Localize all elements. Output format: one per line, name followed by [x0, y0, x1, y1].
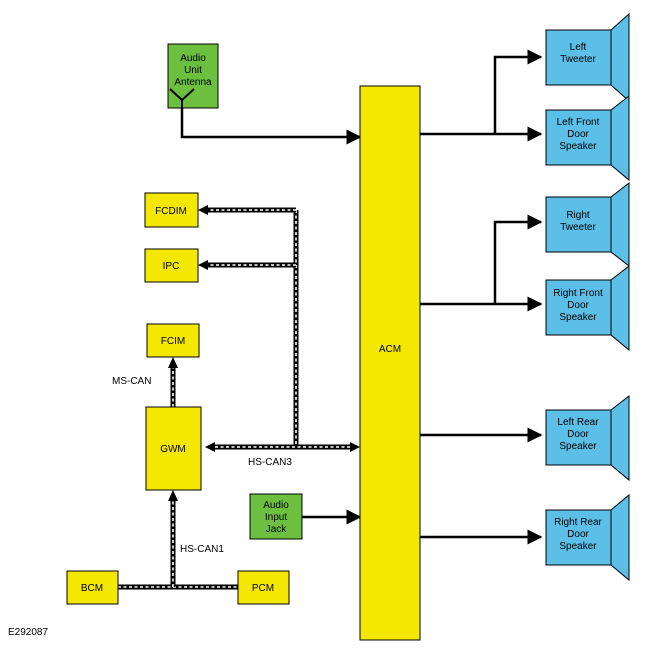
svg-text:Right Rear: Right Rear: [554, 517, 602, 528]
svg-text:Door: Door: [567, 300, 589, 311]
svg-text:Left Rear: Left Rear: [557, 417, 599, 428]
audio-input-jack: Audio Input Jack: [249, 493, 303, 540]
svg-text:Door: Door: [567, 429, 589, 440]
hs-can3-bus: [198, 205, 360, 452]
antenna-icon: [169, 88, 195, 108]
acm-module: ACM: [359, 85, 421, 641]
bcm-module: BCM: [66, 570, 119, 605]
svg-text:Tweeter: Tweeter: [560, 222, 596, 233]
svg-text:Jack: Jack: [266, 524, 288, 535]
svg-text:Door: Door: [567, 129, 589, 140]
svg-text:Right Front: Right Front: [553, 288, 603, 299]
fcdim-module: FCDIM: [144, 192, 199, 228]
svg-text:Left Front: Left Front: [557, 117, 600, 128]
svg-text:Audio: Audio: [180, 53, 206, 64]
hs-can1-bus: [118, 490, 238, 590]
hs-can1-label: HS-CAN1: [180, 544, 224, 555]
antenna-wire: [180, 108, 362, 145]
audio-unit-antenna: Audio Unit Antenna: [167, 43, 219, 109]
svg-text:PCM: PCM: [252, 583, 274, 594]
gwm-module: GWM: [145, 406, 202, 491]
svg-text:Speaker: Speaker: [559, 312, 597, 323]
right-front-door-speaker: Right Front Door Speaker: [545, 264, 630, 352]
svg-text:Input: Input: [265, 512, 287, 523]
svg-text:Tweeter: Tweeter: [560, 54, 596, 65]
figure-id: E292087: [8, 627, 48, 638]
svg-text:Unit: Unit: [184, 65, 202, 76]
hs-can3-label: HS-CAN3: [248, 457, 292, 468]
svg-text:FCDIM: FCDIM: [155, 206, 187, 217]
svg-text:GWM: GWM: [160, 444, 186, 455]
right-tweeter-wire: [493, 214, 543, 304]
svg-text:BCM: BCM: [81, 583, 103, 594]
svg-text:Right: Right: [566, 210, 590, 221]
svg-text:IPC: IPC: [163, 261, 180, 272]
svg-text:Audio: Audio: [263, 500, 289, 511]
left-front-door-speaker: Left Front Door Speaker: [545, 94, 630, 182]
svg-text:Speaker: Speaker: [559, 141, 597, 152]
svg-text:Left: Left: [570, 42, 587, 53]
ipc-module: IPC: [144, 248, 199, 283]
svg-text:Door: Door: [567, 529, 589, 540]
pcm-module: PCM: [237, 570, 290, 605]
svg-text:ACM: ACM: [379, 344, 401, 355]
svg-text:Speaker: Speaker: [559, 541, 597, 552]
ms-can-label: MS-CAN: [112, 376, 151, 387]
svg-text:Antenna: Antenna: [174, 77, 212, 88]
left-rear-door-speaker: Left Rear Door Speaker: [545, 394, 630, 482]
ms-can-bus: [168, 357, 178, 407]
right-rear-door-speaker: Right Rear Door Speaker: [545, 493, 630, 582]
left-tweeter-speaker: Left Tweeter: [545, 12, 630, 103]
left-tweeter-wire: [493, 49, 543, 134]
fcim-module: FCIM: [146, 323, 200, 358]
svg-text:Speaker: Speaker: [559, 441, 597, 452]
svg-text:FCIM: FCIM: [161, 336, 185, 347]
right-tweeter-speaker: Right Tweeter: [545, 181, 630, 268]
